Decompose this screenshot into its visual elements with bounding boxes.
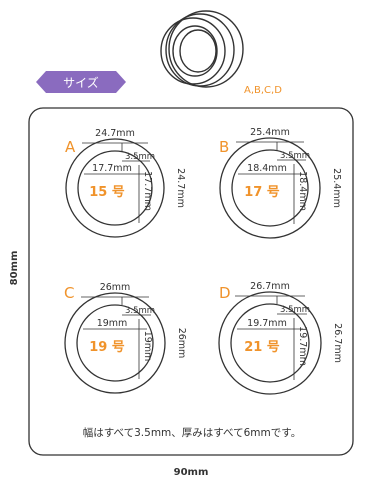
ring-size-label: 15 号 — [89, 185, 125, 200]
inner-diameter-label: 19.7mm — [247, 318, 287, 329]
ring-inner-circle — [77, 150, 153, 226]
ring-letter: C — [64, 284, 74, 302]
inner-vertical-label: 17.7mm — [142, 171, 153, 211]
ring-size-label: 21 号 — [244, 340, 280, 355]
outer-diameter-label: 26.7mm — [250, 281, 290, 292]
ring-size-label: 17 号 — [244, 185, 280, 200]
ring-inner-circle — [76, 304, 154, 382]
ring-letter: D — [219, 284, 231, 302]
outer-diameter-label: 24.7mm — [95, 128, 135, 139]
inner-diameter-label: 17.7mm — [92, 163, 132, 174]
ring-d: 26.7mm 3.5mm 19.7mm 21 号 19.7mm 26.7mm D — [218, 281, 343, 395]
size-tag: サイズ — [36, 71, 126, 93]
ring-inner-circle — [231, 149, 309, 227]
inner-vertical-label: 18.4mm — [297, 171, 308, 211]
stacked-rings-icon — [160, 10, 244, 88]
ring-outer-circle — [219, 137, 321, 239]
ring-outer-circle — [65, 138, 165, 238]
outer-vertical-label: 24.7mm — [175, 168, 186, 208]
ring-outer-circle — [218, 291, 322, 395]
outer-diameter-label: 26mm — [100, 282, 131, 293]
ring-letter: A — [65, 138, 76, 156]
band-width-label: 3.5mm — [125, 152, 155, 162]
outer-vertical-label: 26.7mm — [332, 323, 343, 363]
outer-diameter-label: 25.4mm — [250, 127, 290, 138]
band-width-label: 3.5mm — [125, 306, 155, 316]
size-tag-label: サイズ — [63, 75, 99, 90]
band-width-label: 3.5mm — [280, 305, 310, 315]
inner-diameter-label: 18.4mm — [247, 163, 287, 174]
band-width-label: 3.5mm — [280, 151, 310, 161]
inner-diameter-label: 19mm — [97, 318, 128, 329]
ring-letter: B — [219, 138, 229, 156]
outer-vertical-label: 26mm — [176, 328, 187, 359]
variants-label: A,B,C,D — [244, 85, 282, 96]
inner-vertical-label: 19.7mm — [297, 326, 308, 366]
ring-c: 26mm 3.5mm 19mm 19 号 19mm 26mm C — [64, 282, 187, 394]
ring-outer-circle — [64, 292, 166, 394]
inner-vertical-label: 19mm — [142, 331, 153, 362]
ring-size-label: 19 号 — [89, 340, 125, 355]
outer-vertical-label: 25.4mm — [331, 168, 342, 208]
ring-inner-circle — [230, 303, 310, 383]
panel-width-label: 90mm — [174, 467, 209, 478]
panel-note: 幅はすべて3.5mm、厚みはすべて6mmです。 — [83, 426, 301, 439]
size-panel — [28, 107, 354, 456]
panel-height-label: 80mm — [9, 251, 20, 286]
